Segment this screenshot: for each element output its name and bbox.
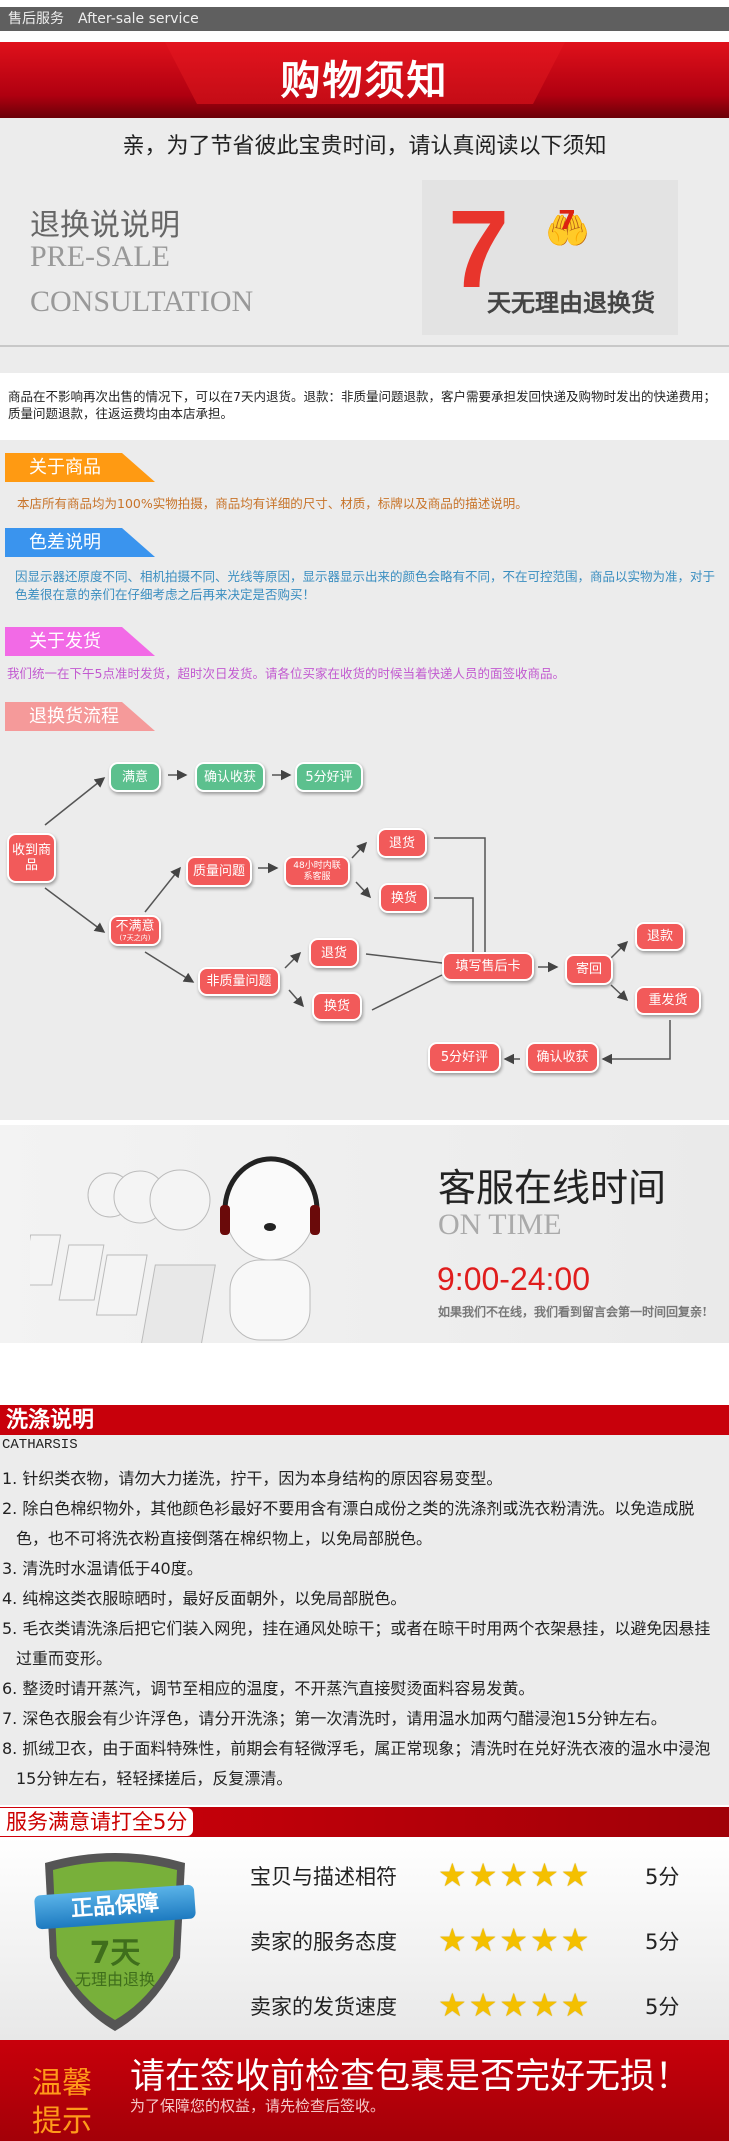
unsatisfied-note: (7天之内) (119, 934, 151, 942)
wash-instructions: 1. 针织类衣物，请勿大力搓洗，拧干，因为本身结构的原因容易变型。 2. 除白色… (2, 1464, 722, 1794)
wash-item: 6. 整烫时请开蒸汽，调节至相应的温度，不开蒸汽直接熨烫面料容易发黄。 (2, 1679, 535, 1698)
shield-text: 无理由退换 (74, 1970, 155, 1989)
consultation-label: CONSULTATION (30, 285, 254, 318)
flow-send-back: 寄回 (565, 954, 613, 985)
star-icons: ★★★★★ (438, 1856, 592, 1894)
product-text: 本店所有商品均为100%实物拍摄，商品均有详细的尺寸、材质，标牌以及商品的描述说… (17, 496, 528, 511)
flow-return-nonquality: 退货 (309, 938, 359, 968)
wash-header: 洗涤说明 (0, 1405, 729, 1435)
seven-day-text: 天无理由退换货 (487, 289, 655, 317)
rating-label: 宝贝与描述相符 (250, 1865, 397, 1889)
flow-receive: 收到商品 (7, 833, 56, 883)
rating-score: 5分 (645, 1930, 680, 1954)
flow-confirm-bottom: 确认收获 (526, 1042, 599, 1073)
return-notice: 商品在不影响再次出售的情况下，可以在7天内退货。退款：非质量问题退款，客户需要承… (8, 389, 716, 421)
unsatisfied-label: 不满意 (115, 919, 155, 934)
header-cn: 售后服务 (8, 11, 64, 27)
header-en: After-sale service (78, 11, 199, 27)
flow-connectors (44, 769, 671, 1065)
wash-item: 4. 纯棉这类衣服晾晒时，最好反面朝外，以免局部脱色。 (2, 1589, 407, 1608)
tip-main: 请在签收前检查包裹是否完好无损！ (130, 2057, 691, 2097)
flow-satisfied: 满意 (109, 762, 161, 792)
wash-title: 洗涤说明 (6, 1407, 95, 1433)
flow-refund: 退款 (635, 922, 685, 951)
tip-sub: 为了保障您的权益，请先检查后签收。 (130, 2097, 386, 2115)
rating-title: 服务满意请打全5分 (0, 1808, 194, 1836)
wash-item: 8. 抓绒卫衣，由于面料特殊性，前期会有轻微浮毛，属正常现象；清洗时在兑好洗衣液… (2, 1739, 711, 1788)
wash-item: 2. 除白色棉织物外，其他颜色衫最好不要用含有漂白成份之类的洗涤剂或洗衣粉清洗。… (2, 1499, 695, 1548)
tab-about-product: 关于商品 (5, 453, 155, 482)
rating-row: 卖家的发货速度 ★★★★★ 5分 (250, 1987, 710, 2023)
flow-good-review-top: 5分好评 (295, 762, 363, 792)
tab-return-flow: 退换货流程 (5, 702, 155, 731)
flow-exchange-quality: 换货 (379, 883, 429, 913)
flow-resend: 重发货 (635, 986, 701, 1015)
rating-header: 服务满意请打全5分 (0, 1807, 729, 1837)
color-diff-text: 因显示器还原度不同、相机拍摄不同、光线等原因，显示器显示出来的颜色会略有不同，不… (15, 569, 716, 602)
wash-subtitle: CATHARSIS (2, 1437, 78, 1453)
rating-label: 卖家的发货速度 (250, 1995, 397, 2019)
service-en: ON TIME (438, 1208, 562, 1241)
page-title: 购物须知 (280, 58, 449, 104)
header-bar: 售后服务 After-sale service (0, 7, 729, 31)
flow-exchange-nonquality: 换货 (312, 992, 362, 1021)
rating-score: 5分 (645, 1865, 680, 1889)
flow-unsatisfied: 不满意(7天之内) (109, 915, 161, 946)
customer-service-illustration (30, 1156, 320, 1343)
shield-icon: 正品保障 7天 无理由退换 (34, 1848, 196, 2033)
rating-label: 卖家的服务态度 (250, 1930, 397, 1954)
service-title: 客服在线时间 (438, 1166, 667, 1210)
flow-contact: 48小时内联系客服 (284, 856, 350, 887)
hands-icon: 🤲7 (545, 206, 590, 252)
rating-row: 宝贝与描述相符 ★★★★★ 5分 (250, 1857, 710, 1893)
flow-fill-card: 填写售后卡 (442, 952, 534, 981)
service-hours: 9:00-24:00 (437, 1261, 591, 1297)
shield-days: 7天 (89, 1936, 141, 1971)
divider (0, 345, 729, 347)
rating-score: 5分 (645, 1995, 680, 2019)
service-hours-panel: 客服在线时间 ON TIME 9:00-24:00 如果我们不在线，我们看到留言… (0, 1125, 729, 1343)
flow-return-quality: 退货 (377, 828, 427, 858)
wash-item: 7. 深色衣服会有少许浮色，请分开洗涤；第一次清洗时，请用温水加两勺醋浸泡15分… (2, 1709, 667, 1728)
wash-panel (0, 1435, 729, 1805)
service-note: 如果我们不在线，我们看到留言会第一时间回复亲! (438, 1305, 708, 1319)
star-icons: ★★★★★ (438, 1986, 592, 2024)
star-icons: ★★★★★ (438, 1921, 592, 1959)
return-title: 退换说说明 (30, 208, 180, 243)
tip-panel: 温馨 提示 (0, 2040, 729, 2141)
return-flowchart: 收到商品 满意 确认收获 5分好评 不满意(7天之内) 质量问题 48小时内联系… (0, 740, 729, 1085)
title-banner: 购物须知 (0, 42, 729, 118)
presale-label: PRE-SALE (30, 240, 171, 273)
hands-seven: 7 (558, 206, 577, 236)
wash-item: 3. 清洗时水温请低于40度。 (2, 1559, 203, 1578)
wash-item: 5. 毛衣类请洗涤后把它们装入网兜，挂在通风处晾干；或者在晾干时用两个衣架悬挂，… (2, 1619, 711, 1668)
tip-label-1: 温馨 (32, 2066, 92, 2101)
wash-item: 1. 针织类衣物，请勿大力搓洗，拧干，因为本身结构的原因容易变型。 (2, 1469, 503, 1488)
flow-confirm-top: 确认收获 (195, 762, 265, 792)
welcome-text: 亲，为了节省彼此宝贵时间，请认真阅读以下须知 (122, 134, 607, 159)
flow-good-review-bottom: 5分好评 (428, 1042, 501, 1073)
flow-nonquality: 非质量问题 (198, 967, 280, 996)
seven-number: 7 (448, 188, 510, 311)
flow-quality: 质量问题 (186, 856, 252, 887)
rating-row: 卖家的服务态度 ★★★★★ 5分 (250, 1922, 710, 1958)
seven-day-badge (422, 180, 678, 335)
shipping-text: 我们统一在下午5点准时发货，超时次日发货。请各位买家在收货的时候当着快递人员的面… (7, 666, 565, 681)
tip-label-2: 提示 (32, 2104, 92, 2139)
